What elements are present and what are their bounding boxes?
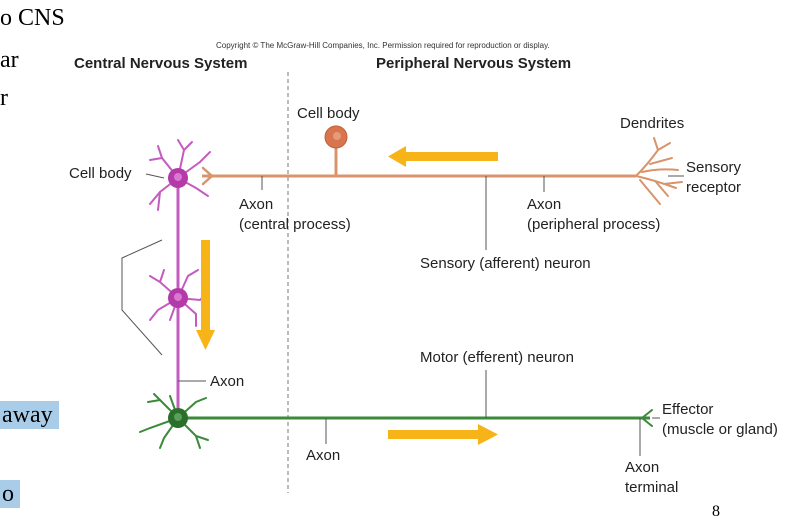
label-axon-central-2: (central process): [239, 216, 351, 233]
sensory-nucleus: [333, 132, 341, 140]
header-central: Central Nervous System: [74, 55, 248, 72]
label-axon-central-1: Axon: [239, 196, 274, 213]
label-sensory-receptor-1: Sensory: [686, 159, 742, 176]
arrow-interneuron-direction: [196, 240, 215, 350]
label-cell-body-sensory: Cell body: [297, 105, 360, 122]
sensory-axon-terminal: [201, 166, 214, 186]
arrow-motor-direction: [388, 424, 498, 445]
label-motor-neuron: Motor (efferent) neuron: [420, 349, 574, 366]
leader-cell-body-left: [145, 173, 165, 179]
slide-fragment-4: away: [0, 401, 59, 429]
header-peripheral: Peripheral Nervous System: [376, 55, 572, 72]
label-axon-motor: Axon: [306, 447, 341, 464]
copyright-notice: Copyright © The McGraw-Hill Companies, I…: [216, 41, 550, 50]
slide-fragment-3: r: [0, 85, 8, 111]
label-sensory-neuron: Sensory (afferent) neuron: [420, 255, 591, 272]
label-cell-body-interneuron: Cell body: [69, 165, 132, 182]
label-axon-terminal-1: Axon: [625, 459, 660, 476]
interneuron-bracket: [121, 239, 163, 356]
label-axon-peripheral-2: (peripheral process): [527, 216, 661, 233]
label-sensory-receptor-2: receptor: [686, 179, 742, 196]
slide-fragment-2: ar: [0, 47, 19, 73]
label-axon-interneuron: Axon: [210, 373, 245, 390]
slide-fragment-5: o: [0, 480, 20, 508]
slide-fragment-1: o CNS: [0, 5, 65, 31]
page-number: 8: [712, 503, 720, 520]
label-effector-1: Effector: [662, 401, 714, 418]
label-axon-terminal-2: terminal: [625, 479, 679, 496]
label-effector-2: (muscle or gland): [662, 421, 778, 438]
label-dendrites: Dendrites: [620, 115, 685, 132]
motor-axon-terminal: [641, 409, 653, 427]
arrow-sensory-direction: [388, 146, 498, 167]
label-axon-peripheral-1: Axon: [527, 196, 562, 213]
sensory-dendrites: [635, 137, 683, 205]
